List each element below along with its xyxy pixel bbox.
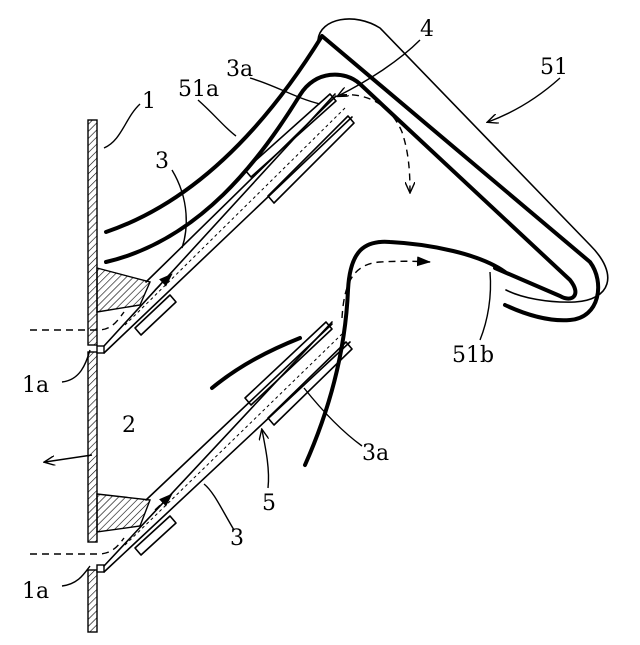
label-passage: 5 (262, 491, 276, 516)
leader-vent-lower (62, 566, 90, 586)
cover-lower-lip (212, 338, 300, 388)
inlet-flow-upper (30, 312, 124, 330)
label-vent-lower: 1a (22, 579, 49, 604)
leader-flow-entry (338, 40, 420, 96)
wall (88, 120, 104, 632)
label-fin-end-upper: 3a (226, 57, 253, 82)
upper-fin (104, 94, 354, 353)
label-vent-upper: 1a (22, 373, 49, 398)
cover-upper-wall (106, 75, 575, 299)
leader-vent-upper (62, 350, 90, 382)
label-cover-lower-wall: 51b (452, 343, 494, 368)
inlet-flow-lower (30, 538, 124, 554)
label-cover-upper-wall: 51a (178, 77, 219, 102)
label-cover: 51 (540, 55, 568, 80)
outlet-flow-arrow (45, 455, 92, 462)
label-fin-end-lower: 3a (362, 441, 389, 466)
leader-cover-lower-wall (480, 272, 491, 340)
lower-fin (104, 322, 352, 572)
leader-fin-upper (172, 170, 186, 248)
leader-cover-upper-wall (198, 100, 236, 136)
label-flow-out: 2 (122, 413, 136, 438)
label-flow-entry: 4 (420, 17, 434, 42)
leader-fin-lower (204, 484, 234, 530)
leader-fin-end-lower (304, 388, 362, 446)
label-fin-lower: 3 (230, 526, 244, 551)
leader-cover (488, 78, 560, 122)
leader-passage (262, 430, 269, 488)
flow-into-cover (340, 95, 410, 192)
label-wall: 1 (142, 89, 156, 114)
label-fin-upper: 3 (155, 149, 169, 174)
flow-through-cover (342, 261, 430, 318)
leader-wall (104, 104, 140, 148)
